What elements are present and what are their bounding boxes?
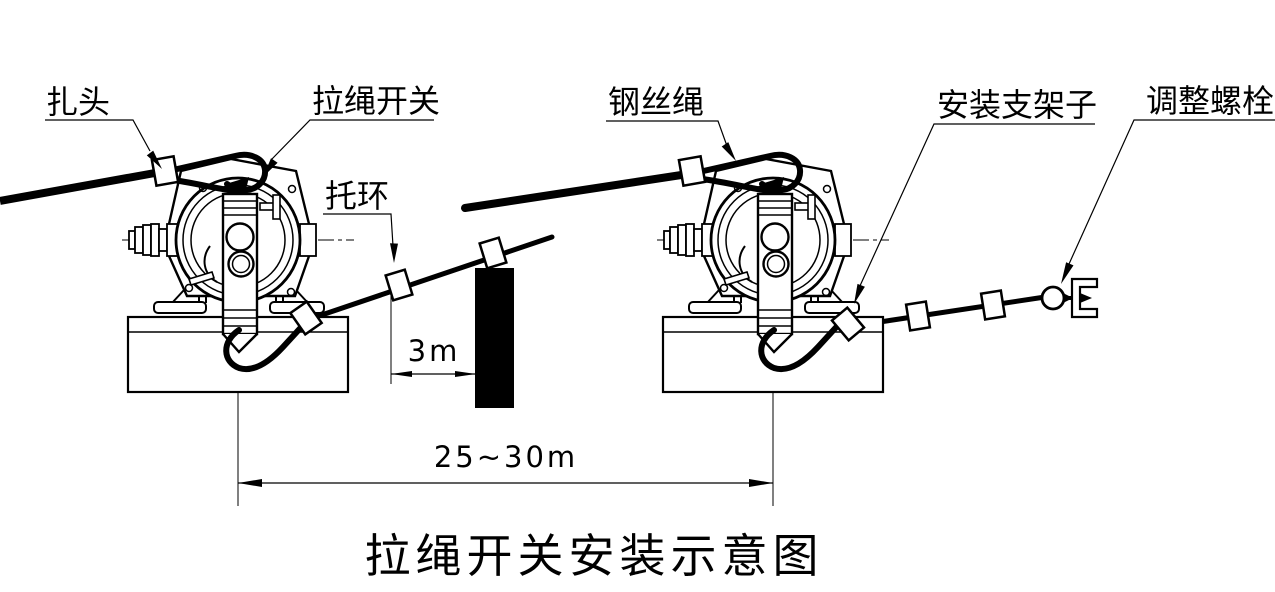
callout-leader-adjusting-bolt: [1068, 119, 1275, 265]
pull-rope-switch-left: [122, 155, 354, 402]
callout-leader-mounting-bracket: [858, 123, 1095, 289]
tie-head-clamp-right: [677, 154, 707, 188]
support-ring: [979, 289, 1007, 321]
leader-arrow: [854, 283, 865, 304]
dimension-3m: [390, 296, 476, 384]
dimension-span-text: 25~30m: [434, 440, 578, 474]
callout-adjusting-bolt: 调整螺栓: [1146, 82, 1274, 120]
stop-post: [475, 268, 514, 408]
callout-leader-wire-rope: [606, 120, 728, 147]
support-ring: [830, 305, 866, 343]
support-ring: [384, 268, 414, 302]
dim-arrow-left: [238, 479, 262, 487]
leader-arrow: [263, 158, 278, 177]
leader-arrow: [721, 142, 736, 161]
dimension-3m-text: 3m: [408, 334, 461, 368]
leader-arrow: [390, 243, 398, 263]
support-ring: [478, 236, 508, 270]
adjusting-bolt-eye-ball: [1040, 285, 1066, 311]
callout-pull-rope-switch: 拉绳开关: [312, 82, 440, 120]
callout-tie-head: 扎头: [46, 83, 110, 121]
adjusting-bolt-tip: [1080, 293, 1092, 303]
callout-wire-rope: 钢丝绳: [608, 83, 704, 121]
dim-arrow-left: [391, 371, 412, 377]
adjusting-bolt-pin: [1063, 293, 1073, 303]
leader-arrow: [146, 150, 162, 169]
dimension-span: [237, 396, 774, 506]
diagram-title: 拉绳开关安装示意图: [365, 529, 824, 583]
support-ring: [904, 300, 932, 332]
support-ring: [288, 299, 324, 337]
callout-mounting-bracket: 安装支架子: [937, 86, 1097, 124]
callout-leader-tie-head: [45, 119, 151, 152]
wire-rope-right: [461, 168, 705, 212]
dim-arrow-right: [455, 371, 476, 377]
pull-rope-switch-right: [657, 155, 889, 402]
callout-leader-pull-rope-switch: [270, 119, 434, 161]
pull-line-left: [295, 234, 555, 326]
anchor-bracket: [1070, 277, 1099, 319]
wire-rope-left: [0, 167, 167, 205]
callout-support-ring: 托环: [325, 177, 389, 215]
callout-leader-support-ring: [323, 213, 394, 247]
leader-arrow: [1061, 262, 1074, 284]
dim-arrow-right: [749, 479, 773, 487]
